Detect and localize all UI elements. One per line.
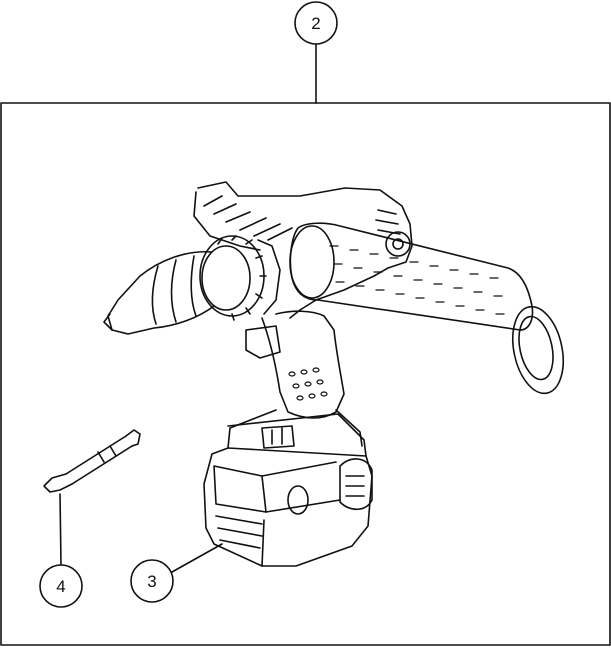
battery-side-button — [287, 485, 309, 515]
drill-handle-texture — [288, 367, 328, 401]
battery-latch-grip — [345, 475, 365, 497]
callout-3-leader — [171, 543, 223, 573]
callout-3-label: 3 — [147, 572, 156, 591]
driver-bit-shaft — [65, 435, 133, 485]
side-handle-texture — [329, 245, 505, 315]
drill-top-housing — [197, 181, 413, 319]
side-handle-clamp — [289, 225, 335, 299]
callout-2-circle — [294, 1, 338, 45]
drill-clutch-ring-inner — [201, 245, 251, 311]
battery-front-panel — [213, 465, 267, 513]
drill-frame — [0, 102, 611, 646]
driver-bit-tip-left — [43, 473, 73, 493]
drill-clutch-collar — [257, 239, 281, 315]
drill-handle — [261, 310, 345, 419]
side-handle-end-cap-inner — [518, 315, 554, 381]
drill-clutch-ring — [199, 235, 265, 317]
driver-bit-tip-right — [125, 429, 141, 447]
drill-chuck — [107, 250, 215, 335]
drill-vent-slots — [375, 209, 401, 235]
drill-illustration — [103, 181, 564, 449]
battery-body — [203, 447, 373, 567]
drill-side-boss — [385, 231, 411, 257]
drill-chuck-grooves — [151, 255, 197, 325]
battery-ridge — [261, 461, 341, 567]
callout-4-circle — [39, 564, 83, 608]
drill-foot — [227, 409, 363, 449]
callout-2-label: 2 — [311, 14, 320, 33]
battery-release-latch — [339, 458, 373, 511]
battery-illustration — [203, 413, 373, 567]
callout-4-leader — [59, 493, 62, 566]
drill-top-ridges — [203, 195, 293, 241]
side-handle-end-cap — [512, 305, 564, 395]
callout-3-circle — [130, 559, 174, 603]
driver-bit-hex — [97, 445, 117, 463]
drill-side-boss-inner — [392, 238, 404, 250]
battery-charge-indicator — [261, 425, 295, 449]
drill-trigger — [245, 325, 281, 359]
driver-bit-illustration — [43, 429, 141, 493]
drill-clutch-teeth — [217, 235, 267, 321]
callout-4-label: 4 — [56, 577, 65, 596]
battery-top — [227, 413, 367, 457]
drill-top-back — [193, 191, 261, 251]
battery-front-lines — [215, 515, 263, 549]
drill-chuck-tip — [103, 313, 113, 331]
